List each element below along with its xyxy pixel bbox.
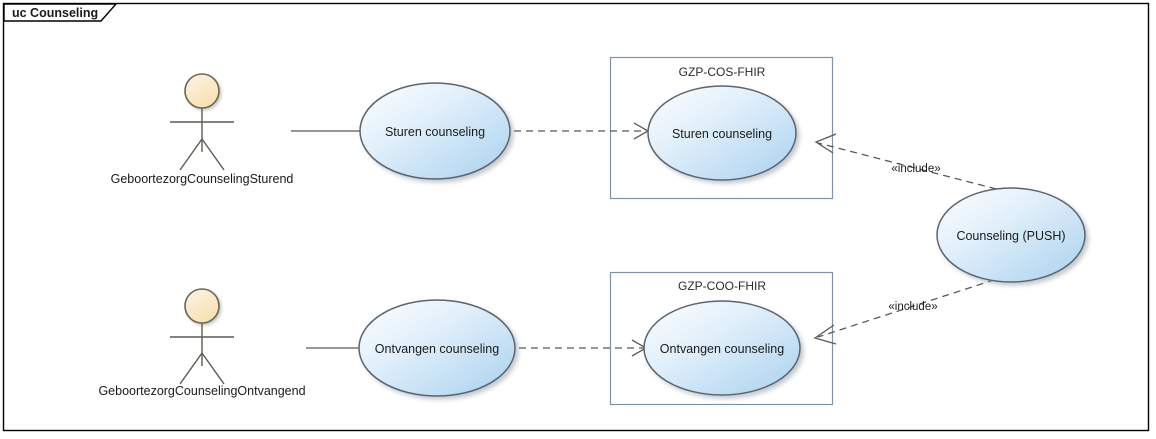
boundary-cos-label: GZP-COS-FHIR (679, 65, 766, 79)
use-case-ellipse (647, 85, 797, 181)
actor-head-icon (184, 288, 220, 324)
actor-head-icon (184, 73, 220, 109)
use-case-ellipse (643, 300, 801, 396)
use-case-sturen-fhir-label: Sturen counseling (672, 127, 772, 141)
use-case-ellipse (936, 187, 1086, 283)
actor-right-leg-line (201, 138, 225, 171)
include-relationship-top: «include» (814, 133, 1009, 193)
include-label-top: «include» (891, 163, 940, 175)
actor-geboortezorgcounselingontvangend[interactable]: GeboortezorgCounselingOntvangend (98, 288, 306, 398)
actor-left-leg-line (179, 352, 203, 385)
use-case-ontvangen-fhir-label: Ontvangen counseling (660, 342, 784, 356)
use-case-ontvangen-label: Ontvangen counseling (375, 342, 499, 356)
use-case-ellipse (358, 299, 516, 397)
use-case-sturen-counseling-fhir[interactable]: Sturen counseling (647, 85, 797, 181)
actor-sturend-label: GeboortezorgCounselingSturend (111, 172, 294, 186)
actor-geboortezorgcounselingsturend[interactable]: GeboortezorgCounselingSturend (111, 73, 294, 186)
frame-title-label: uc Counseling (12, 6, 98, 20)
use-case-push-label: Counseling (PUSH) (956, 229, 1065, 243)
use-case-ontvangen-counseling-fhir[interactable]: Ontvangen counseling (643, 300, 801, 396)
use-case-sturen-label: Sturen counseling (385, 125, 485, 139)
use-case-sturen-counseling[interactable]: Sturen counseling (359, 82, 511, 180)
use-case-counseling-push[interactable]: Counseling (PUSH) (936, 187, 1086, 283)
boundary-coo-label: GZP-COO-FHIR (678, 279, 766, 293)
use-case-ellipse (359, 82, 511, 180)
include-relationship-bottom: «include» (813, 275, 1007, 345)
actor-left-leg-line (179, 138, 203, 171)
frame-title-tab (3, 3, 118, 22)
use-case-ontvangen-counseling[interactable]: Ontvangen counseling (358, 299, 516, 397)
actor-ontvangend-label: GeboortezorgCounselingOntvangend (98, 384, 305, 398)
actor-right-leg-line (201, 352, 225, 385)
include-label-bottom: «include» (888, 301, 937, 313)
